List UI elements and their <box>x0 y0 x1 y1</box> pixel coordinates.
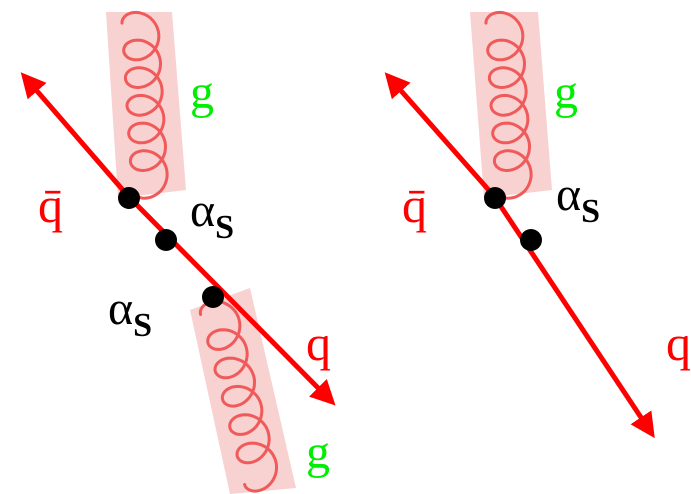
left-gluon-bottom-label: g <box>306 426 330 479</box>
right-gluon-top-band <box>470 12 552 198</box>
left-coupling-bottom-subscript: S <box>133 307 152 344</box>
left-coupling-bottom: αS <box>108 282 152 344</box>
right-gluon-top-label: g <box>554 66 578 119</box>
left-coupling-top: αS <box>190 184 234 246</box>
right-vertex-top <box>484 187 506 209</box>
right-antiquark-label: q̄ <box>402 177 427 233</box>
left-diagram: g q̄ αS αS q g <box>20 10 336 494</box>
right-coupling-top-subscript: S <box>581 193 600 230</box>
right-coupling-top-symbol: α <box>556 168 581 221</box>
left-coupling-bottom-symbol: α <box>108 282 133 335</box>
left-gluon-bottom-coil <box>198 299 279 493</box>
right-quark-line-lower <box>491 194 655 439</box>
right-gluon-top-coil <box>484 10 533 200</box>
right-coupling-top: αS <box>556 168 600 230</box>
left-vertex-middle <box>155 229 177 251</box>
right-vertex-middle <box>520 229 542 251</box>
left-quark-label: q <box>306 315 331 371</box>
right-quark-label: q <box>666 315 691 371</box>
left-antiquark-label: q̄ <box>38 177 63 233</box>
left-gluon-top-coil <box>120 10 169 200</box>
right-quark-line-upper <box>384 72 496 198</box>
left-coupling-top-symbol: α <box>190 184 215 237</box>
left-coupling-top-subscript: S <box>215 209 234 246</box>
left-vertex-top <box>118 187 140 209</box>
left-quark-line <box>20 72 130 198</box>
left-vertex-bottom <box>202 286 224 308</box>
right-diagram: g q̄ αS q <box>384 10 691 439</box>
left-gluon-top-label: g <box>190 66 214 119</box>
